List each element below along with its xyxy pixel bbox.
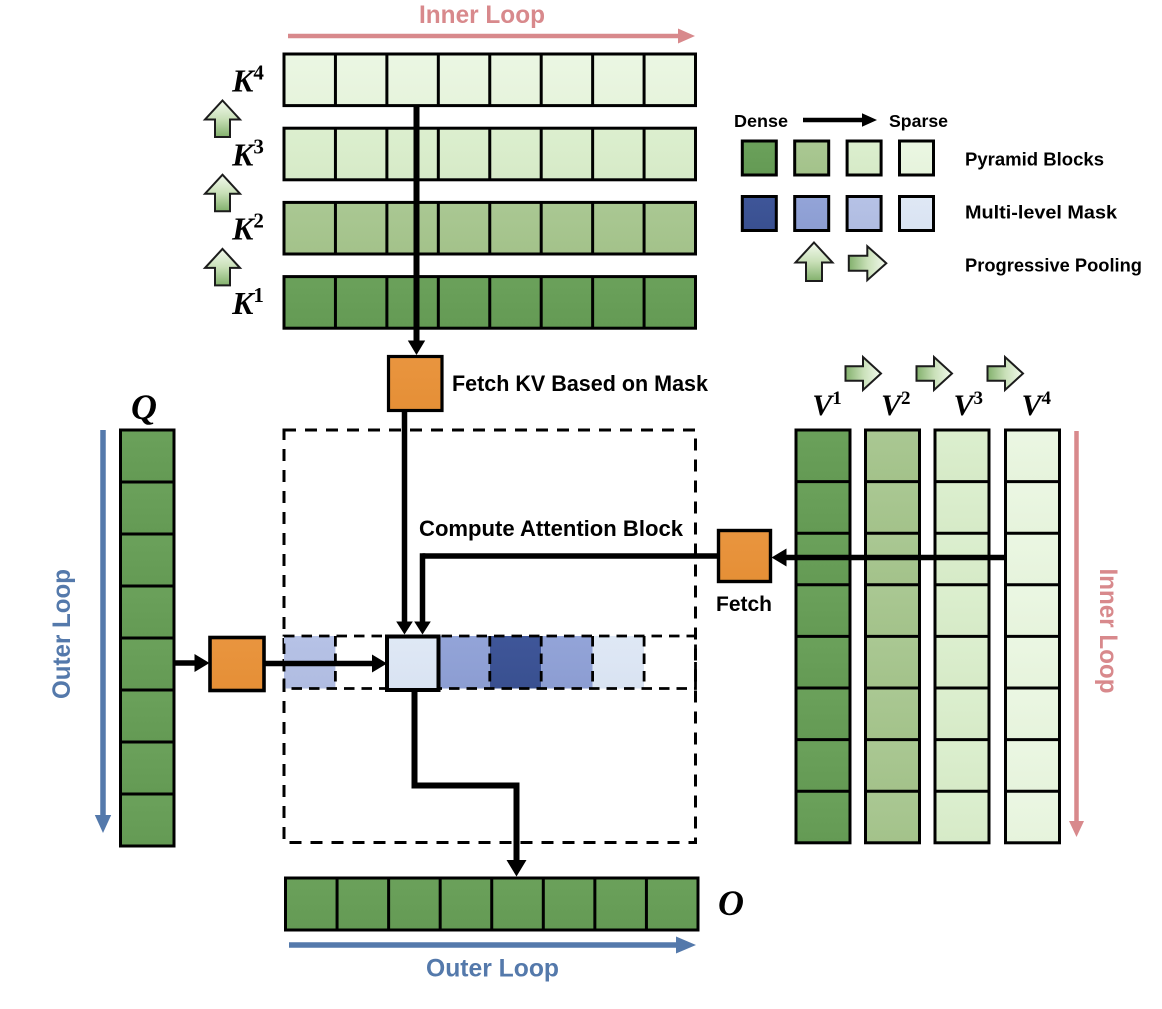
svg-text:Progressive Pooling: Progressive Pooling [965,256,1142,276]
svg-text:V1: V1 [812,388,842,422]
svg-text:Dense: Dense [734,111,788,131]
svg-text:Fetch: Fetch [716,593,772,616]
svg-text:Q: Q [131,387,157,427]
svg-text:K2: K2 [231,209,264,247]
svg-text:Outer Loop: Outer Loop [426,955,559,983]
svg-text:Compute Attention Block: Compute Attention Block [419,516,683,541]
svg-text:Inner Loop: Inner Loop [419,1,545,29]
svg-text:O: O [718,883,744,923]
svg-text:K3: K3 [231,135,264,173]
svg-text:Pyramid Blocks: Pyramid Blocks [965,150,1104,170]
svg-text:Sparse: Sparse [889,111,948,131]
svg-text:Multi-level Mask: Multi-level Mask [965,203,1118,223]
svg-text:K1: K1 [231,283,264,321]
svg-text:Inner Loop: Inner Loop [1094,569,1122,694]
svg-text:V2: V2 [881,388,911,422]
svg-text:Outer Loop: Outer Loop [48,569,76,699]
svg-text:V3: V3 [953,388,983,422]
svg-text:Fetch KV Based on Mask: Fetch KV Based on Mask [452,371,709,396]
svg-text:K4: K4 [231,60,264,98]
svg-text:V4: V4 [1022,388,1052,422]
